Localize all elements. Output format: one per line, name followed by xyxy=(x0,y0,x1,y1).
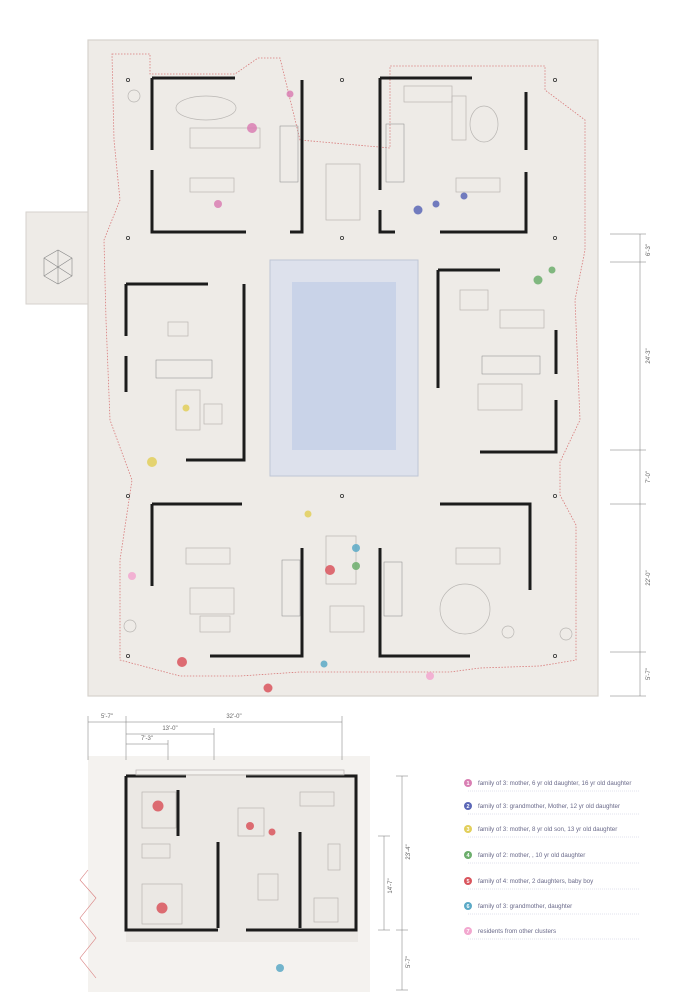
site-dim-4: 22'-0" xyxy=(646,570,652,585)
unit-plan-property-line xyxy=(79,869,97,979)
unit-dim-top-3: 13'-0" xyxy=(162,726,177,732)
unit-dim-top-4: 7'-3" xyxy=(141,736,153,742)
site-dimension-labels: 6'-3" 24'-3" 7'-0" 22'-0" 5'-7" xyxy=(646,244,652,680)
legend-item-3: 3 family of 3: mother, 8 yr old son, 13 … xyxy=(464,825,640,838)
legend-label-2: family of 3: grandmother, Mother, 12 yr … xyxy=(478,803,620,810)
unit-dim-right-2: 14'-7" xyxy=(388,878,394,893)
site-dimension-line xyxy=(610,233,646,697)
legend-label-4: family of 2: mother, , 10 yr old daughte… xyxy=(478,852,585,859)
legend-number-5: 5 xyxy=(466,879,469,885)
unit-plan-residents xyxy=(152,800,284,972)
unit-plan-top-dimension-labels: 5'-7" 32'-0" 13'-0" 7'-3" xyxy=(101,714,242,742)
house-unit-top-left xyxy=(150,76,304,234)
house-unit-top-right xyxy=(378,76,528,234)
site-dim-3: 7'-0" xyxy=(646,471,652,483)
stairs xyxy=(155,123,541,617)
legend-marker-4 xyxy=(464,851,472,859)
unit-plan-furniture xyxy=(135,769,345,925)
legend-label-1: family of 3: mother, 6 yr old daughter, … xyxy=(478,780,631,787)
legend-number-3: 3 xyxy=(466,827,469,833)
legend-marker-6 xyxy=(464,902,472,910)
house-unit-mid-right xyxy=(436,268,558,454)
legend-number-4: 4 xyxy=(466,853,470,859)
legend-item-2: 2 family of 3: grandmother, Mother, 12 y… xyxy=(464,802,640,815)
legend-item-1: 1 family of 3: mother, 6 yr old daughter… xyxy=(464,779,640,792)
unit-plan-right-dimension-lines xyxy=(378,775,408,991)
entry-canopy-icon xyxy=(43,249,73,285)
legend-number-1: 1 xyxy=(466,781,469,787)
site-plan: 6'-3" 24'-3" 7'-0" 22'-0" 5'-7" xyxy=(25,39,652,697)
legend-item-6: 6 family of 3: grandmother, daughter xyxy=(464,902,640,915)
site-dim-1: 6'-3" xyxy=(646,244,652,256)
legend-label-3: family of 3: mother, 8 yr old son, 13 yr… xyxy=(478,826,617,833)
site-dim-2: 24'-3" xyxy=(646,348,652,363)
legend-label-6: family of 3: grandmother, daughter xyxy=(478,903,572,910)
unit-dim-right-1: 23'-4" xyxy=(406,844,412,859)
house-unit-bottom-left xyxy=(150,502,304,658)
unit-dim-right-3: 5'-7" xyxy=(406,956,412,968)
legend-marker-7 xyxy=(464,927,472,935)
entry-deck xyxy=(25,211,89,305)
unit-plan: 5'-7" 32'-0" 13'-0" 7'-3" 23'-4" 14'-7" … xyxy=(79,714,412,992)
unit-plan-right-dimension-labels: 23'-4" 14'-7" 5'-7" xyxy=(388,844,412,968)
legend: 1 family of 3: mother, 6 yr old daughter… xyxy=(464,779,640,940)
house-unit-bottom-right xyxy=(378,502,532,658)
legend-number-6: 6 xyxy=(466,904,469,910)
unit-plan-top-dimension-lines xyxy=(87,716,343,760)
column-markers xyxy=(126,78,558,659)
unit-dim-top-1: 5'-7" xyxy=(101,714,113,720)
property-line xyxy=(103,53,586,677)
pool-water xyxy=(292,282,396,450)
legend-item-4: 4 family of 2: mother, , 10 yr old daugh… xyxy=(464,851,640,864)
legend-item-7: 7 residents from other clusters xyxy=(464,927,640,940)
legend-label-5: family of 4: mother, 2 daughters, baby b… xyxy=(478,878,594,885)
legend-marker-3 xyxy=(464,825,472,833)
legend-marker-5 xyxy=(464,877,472,885)
legend-marker-1 xyxy=(464,779,472,787)
legend-number-7: 7 xyxy=(466,929,469,935)
unit-dim-top-2: 32'-0" xyxy=(226,714,241,720)
unit-plan-walls xyxy=(124,774,358,932)
site-dim-5: 5'-7" xyxy=(646,668,652,680)
resident-figures xyxy=(128,90,556,693)
legend-label-7: residents from other clusters xyxy=(478,928,556,935)
legend-item-5: 5 family of 4: mother, 2 daughters, baby… xyxy=(464,877,640,890)
legend-marker-2 xyxy=(464,802,472,810)
legend-number-2: 2 xyxy=(466,804,469,810)
house-unit-mid-left xyxy=(124,282,246,462)
furniture xyxy=(123,85,573,641)
